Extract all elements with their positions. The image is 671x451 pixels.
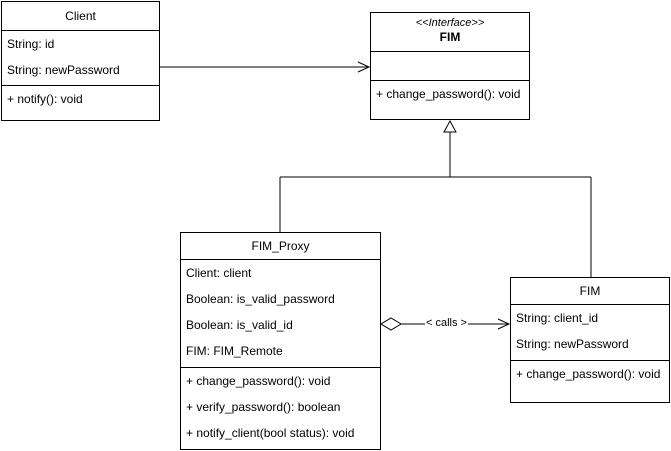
class-fim-proxy-header: FIM_Proxy [181,233,380,259]
class-fim-interface-methods: + change_password(): void [371,80,529,107]
method: + change_password(): void [516,367,661,381]
aggregation-diamond-icon [380,317,402,331]
class-fim-interface[interactable]: <<Interface>> FIM + change_password(): v… [370,12,530,120]
method: + verify_password(): boolean [186,400,341,414]
attribute: Boolean: is_valid_password [186,292,335,306]
class-client-attributes: String: id String: newPassword [2,30,159,85]
class-fim-header: FIM [511,278,669,304]
client-to-fim-association [160,61,371,73]
class-fim-interface-header: <<Interface>> FIM [371,13,529,51]
class-fim-proxy-attributes: Client: client Boolean: is_valid_passwor… [181,259,380,367]
method: + change_password(): void [376,87,521,101]
class-client-header: Client [2,2,159,30]
attribute: String: client_id [516,311,599,325]
class-name: FIM [579,284,601,298]
realization-triangle-icon [443,119,457,133]
attribute: FIM: FIM_Remote [186,344,283,358]
method: + notify_client(bool status): void [186,426,355,440]
class-fim-proxy-methods: + change_password(): void + verify_passw… [181,367,380,446]
class-fim-interface-attributes [371,51,529,80]
class-name: FIM [439,30,461,44]
attribute: Boolean: is_valid_id [186,318,293,332]
attribute: String: newPassword [516,337,629,351]
class-client-methods: + notify(): void [2,85,159,112]
attribute: String: newPassword [7,63,120,77]
class-fim-attributes: String: client_id String: newPassword [511,304,669,360]
class-client[interactable]: Client String: id String: newPassword + … [1,1,160,121]
method: + change_password(): void [186,374,331,388]
class-name: Client [65,9,96,23]
attribute: Client: client [186,266,252,280]
stereotype-label: <<Interface>> [415,17,485,29]
calls-label: < calls > [425,317,468,330]
realization-connector [279,119,592,277]
class-fim-proxy[interactable]: FIM_Proxy Client: client Boolean: is_val… [180,232,381,450]
attribute: String: id [7,37,55,51]
method: + notify(): void [7,92,83,106]
class-fim[interactable]: FIM String: client_id String: newPasswor… [510,277,670,403]
class-fim-methods: + change_password(): void [511,360,669,387]
class-name: FIM_Proxy [251,239,310,253]
